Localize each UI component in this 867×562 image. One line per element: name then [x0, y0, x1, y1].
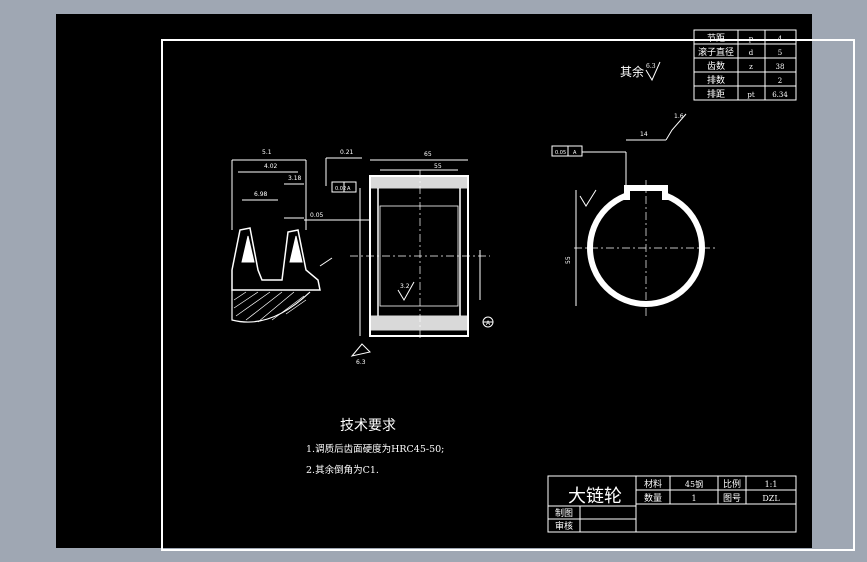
param-symbol: d: [749, 49, 754, 57]
tooth-profile-view: [231, 159, 333, 323]
hub-section-view: [304, 157, 494, 357]
part-name: 大链轮: [568, 486, 622, 507]
dim-label: 55: [434, 163, 442, 170]
param-value: 6.34: [772, 91, 788, 99]
scale-label: 比例: [723, 478, 741, 490]
hub-dims: 0.21 65 55 0.02 A 0.05 3.2 6.3 A: [310, 149, 491, 366]
surface-roughness-note: 其余 6.3: [620, 61, 661, 82]
material-value: 45钢: [685, 479, 703, 489]
drawing-no-label: 图号: [723, 493, 741, 504]
dim-label: 3.18: [288, 175, 302, 182]
tol-box-right: A: [573, 150, 577, 156]
surface-note-text: 其余: [620, 64, 644, 79]
param-value: 5: [778, 49, 782, 57]
tooth-dims: 5.1 4.02 3.18 6.98: [254, 149, 302, 198]
param-symbol: z: [749, 63, 753, 71]
tol-box-right: A: [347, 186, 351, 192]
title-block: [547, 475, 797, 533]
param-symbol: p: [749, 35, 754, 43]
title-block-text: 大链轮 材料 45钢 比例 1:1 数量 1 图号 DZL 制图 审核: [555, 478, 780, 532]
surface-note-value: 6.3: [646, 63, 656, 70]
front-view: [551, 113, 716, 316]
param-symbol: pt: [747, 91, 754, 99]
tech-req-item: 2.其余倒角为C1.: [306, 464, 379, 476]
param-value: 2: [778, 77, 782, 85]
quantity-value: 1: [691, 494, 696, 503]
drawn-label: 制图: [555, 507, 573, 519]
datum-label: A: [486, 320, 491, 327]
checked-label: 审核: [555, 520, 573, 532]
dim-label: 0.05: [310, 212, 324, 219]
param-label: 排距: [707, 88, 725, 100]
quantity-label: 数量: [644, 492, 662, 504]
param-label: 齿数: [707, 60, 725, 72]
roughness-label: 3.2: [400, 283, 410, 290]
dim-label: 5.1: [262, 149, 272, 156]
roughness-symbol-icon: [645, 61, 661, 82]
param-value: 4: [778, 35, 783, 43]
roughness-label: 1.6: [674, 113, 684, 120]
drawing-no-value: DZL: [762, 494, 780, 503]
scale-value: 1:1: [765, 480, 778, 489]
dim-label: 55: [565, 256, 572, 264]
material-label: 材料: [644, 478, 662, 490]
tol-box-left: 0.05: [555, 150, 566, 156]
dim-label: 0.21: [340, 149, 354, 156]
dim-label: 65: [424, 151, 432, 158]
param-label: 排数: [707, 74, 725, 86]
drawing-viewport: [56, 14, 855, 551]
tech-req-item: 1.调质后齿面硬度为HRC45-50;: [306, 443, 444, 455]
param-label: 滚子直径: [698, 46, 734, 58]
tooth-fill-icon: [289, 235, 303, 263]
parameter-table-labels: 节距 滚子直径 齿数 排数 排距 p d z pt 4 5 38 2 6.34: [698, 33, 788, 100]
dim-label: 6.98: [254, 191, 268, 198]
tech-req-title: 技术要求: [340, 418, 396, 434]
drawing-border: [161, 39, 855, 551]
parameter-table: [693, 29, 797, 101]
dim-label: 4.02: [264, 163, 278, 170]
front-view-dims: 0.05 A 14 55 1.6: [555, 113, 684, 264]
tech-requirements: 技术要求 1.调质后齿面硬度为HRC45-50; 2.其余倒角为C1.: [306, 418, 444, 476]
hatching: [233, 291, 307, 323]
param-label: 节距: [707, 33, 725, 44]
tol-box-left: 0.02: [335, 186, 346, 192]
param-value: 38: [776, 63, 785, 71]
tooth-fill-icon: [241, 235, 255, 263]
dim-label: 14: [640, 131, 648, 138]
roughness-label: 6.3: [356, 359, 366, 366]
